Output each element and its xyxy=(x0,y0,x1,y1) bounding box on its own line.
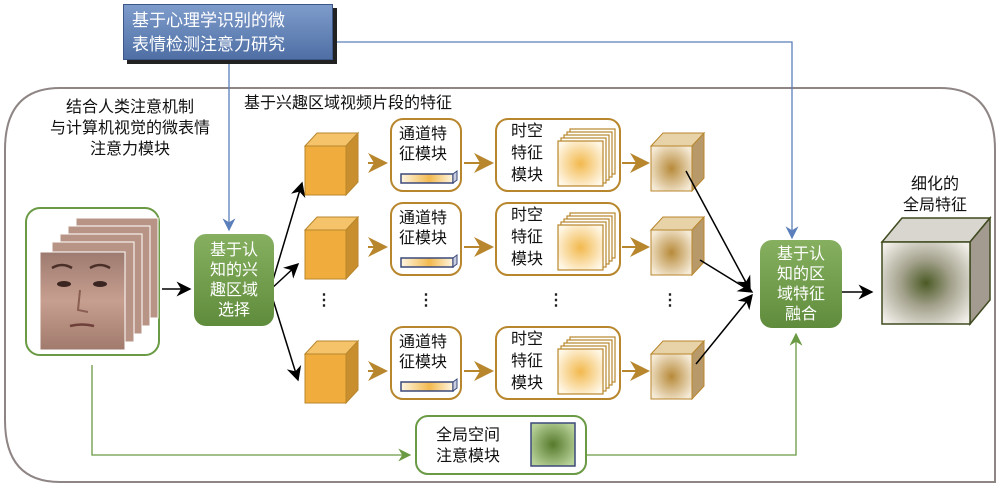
fusion-line-3: 域特征 xyxy=(776,284,825,303)
output-label-line-1: 细化的 xyxy=(910,174,959,193)
fusion-line-2: 知的区 xyxy=(776,264,825,283)
feature-maps-stack-icon xyxy=(557,212,616,271)
arrow-branch3-to-fusion xyxy=(695,293,753,365)
st-line-2: 特征 xyxy=(511,143,544,162)
face-frames-stack xyxy=(39,217,159,351)
channel-bar-icon xyxy=(400,254,458,268)
channel-line-2: 征模块 xyxy=(399,352,448,371)
global-feature-cube xyxy=(880,215,992,327)
title-line-1: 基于心理学识别的微 xyxy=(132,11,285,31)
channel-module-box xyxy=(390,118,462,192)
ellipsis-channel: ⋮ xyxy=(418,290,434,309)
roi-feature-cube xyxy=(303,215,360,281)
st-line-3: 模块 xyxy=(511,165,544,184)
feature-maps-stack-icon xyxy=(557,336,616,395)
st-line-2: 特征 xyxy=(511,227,544,246)
channel-module-box xyxy=(390,326,462,400)
feature-maps-stack-icon xyxy=(557,128,616,187)
title-box: 基于心理学识别的微 表情检测注意力研究 xyxy=(123,4,333,60)
outer-frame xyxy=(4,87,996,483)
roi-line-1: 基于认 xyxy=(209,240,258,259)
channel-bar-icon xyxy=(400,170,458,184)
left-label-line-3: 注意力模块 xyxy=(89,139,170,158)
green-line-to-fusion xyxy=(583,332,803,456)
region-feature-cube xyxy=(649,131,706,193)
arrow-branch1-to-fusion xyxy=(685,170,751,292)
arrow-roi-branch-2 xyxy=(269,262,300,291)
spatiotemporal-module-label: 时空特征模块 xyxy=(511,328,543,394)
ellipsis-cubes: ⋮ xyxy=(316,290,332,309)
branch-row xyxy=(303,202,706,281)
st-line-1: 时空 xyxy=(511,121,544,140)
fusion-line-1: 基于认 xyxy=(776,244,825,263)
roi-line-2: 知的兴 xyxy=(209,260,258,279)
blue-line-right xyxy=(333,41,799,240)
channel-module-box xyxy=(390,202,462,276)
section-label: 基于兴趣区域视频片段的特征 xyxy=(244,93,453,112)
st-line-1: 时空 xyxy=(511,329,544,348)
arrow-branch2-to-fusion xyxy=(699,259,754,293)
attention-map-icon xyxy=(530,422,576,467)
fusion-line-4: 融合 xyxy=(784,304,817,323)
output-label-line-2: 全局特征 xyxy=(902,195,967,214)
ellipsis-spatiotemporal: ⋮ xyxy=(548,290,564,309)
roi-feature-cube xyxy=(303,339,360,405)
title-line-2: 表情检测注意力研究 xyxy=(132,35,285,55)
roi-feature-cube xyxy=(303,131,360,197)
channel-module-label: 通道特征模块 xyxy=(399,208,447,248)
global-attention-line-1: 全局空间 xyxy=(436,425,501,444)
channel-line-1: 通道特 xyxy=(399,208,448,227)
st-line-1: 时空 xyxy=(511,205,544,224)
attention-module-label: 结合人类注意机制 与计算机视觉的微表情 注意力模块 xyxy=(30,96,230,159)
global-attention-label: 全局空间 注意模块 xyxy=(436,424,500,466)
left-label-line-2: 与计算机视觉的微表情 xyxy=(49,118,210,137)
roi-selection-box: 基于认 知的兴 趣区域 选择 xyxy=(194,234,274,326)
global-attention-line-2: 注意模块 xyxy=(436,446,501,465)
output-label: 细化的 全局特征 xyxy=(880,173,990,215)
arrow-roi-branch-3 xyxy=(269,289,302,382)
branch-row xyxy=(303,326,706,405)
channel-module-label: 通道特征模块 xyxy=(399,124,447,164)
channel-bar-icon xyxy=(400,378,458,392)
channel-line-1: 通道特 xyxy=(399,124,448,143)
roi-line-3: 趣区域 xyxy=(209,280,258,299)
spatiotemporal-module-label: 时空特征模块 xyxy=(511,204,543,270)
channel-line-1: 通道特 xyxy=(399,332,448,351)
st-line-2: 特征 xyxy=(511,351,544,370)
arrow-roi-branch-1 xyxy=(269,181,306,291)
left-label-line-1: 结合人类注意机制 xyxy=(65,97,194,116)
st-line-3: 模块 xyxy=(511,373,544,392)
spatiotemporal-module-label: 时空特征模块 xyxy=(511,120,543,186)
green-line-to-attention xyxy=(91,365,412,462)
channel-line-2: 征模块 xyxy=(399,228,448,247)
channel-module-label: 通道特征模块 xyxy=(399,332,447,372)
region-feature-cube xyxy=(649,215,706,277)
ellipsis-output: ⋮ xyxy=(662,290,678,309)
fusion-box: 基于认 知的区 域特征 融合 xyxy=(760,240,842,328)
channel-line-2: 征模块 xyxy=(399,144,448,163)
roi-line-4: 选择 xyxy=(217,300,250,319)
region-feature-cube xyxy=(649,339,706,401)
branch-row xyxy=(303,118,706,197)
st-line-3: 模块 xyxy=(511,249,544,268)
